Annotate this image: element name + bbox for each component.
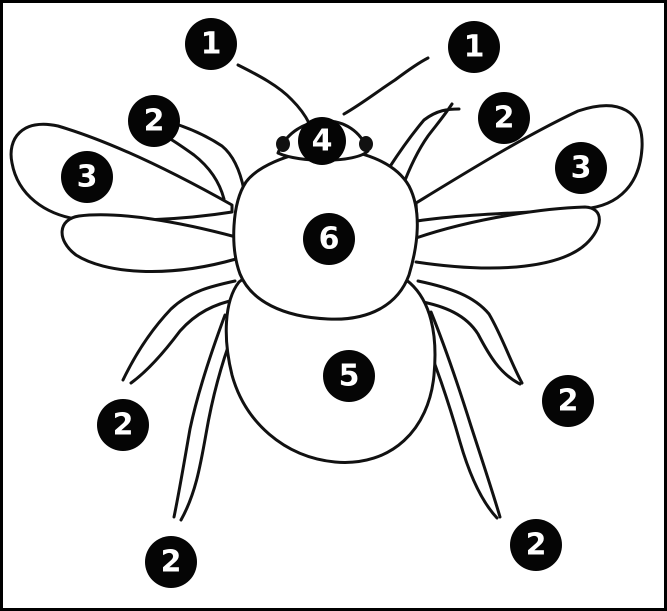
label-wing-right: 3 <box>555 142 607 194</box>
label-hind-leg-left: 2 <box>145 536 197 588</box>
right-eye <box>359 136 373 152</box>
label-abdomen-text: 5 <box>339 359 360 394</box>
label-front-leg-left-text: 2 <box>144 104 165 139</box>
label-wing-left-text: 3 <box>77 160 98 195</box>
label-hind-leg-right-text: 2 <box>526 528 547 563</box>
label-middle-leg-right-text: 2 <box>558 384 579 419</box>
label-antenna-left-text: 1 <box>201 27 222 62</box>
label-middle-leg-left-text: 2 <box>113 408 134 443</box>
label-middle-leg-left: 2 <box>97 399 149 451</box>
label-middle-leg-right: 2 <box>542 375 594 427</box>
label-abdomen: 5 <box>323 350 375 402</box>
label-thorax-text: 6 <box>319 222 340 257</box>
label-antenna-right: 1 <box>448 21 500 73</box>
label-hind-leg-left-text: 2 <box>161 545 182 580</box>
label-front-leg-right: 2 <box>478 92 530 144</box>
label-antenna-left: 1 <box>185 18 237 70</box>
label-thorax: 6 <box>303 213 355 265</box>
label-front-leg-left: 2 <box>128 95 180 147</box>
label-hind-leg-right: 2 <box>510 519 562 571</box>
left-eye <box>276 136 290 152</box>
label-front-leg-right-text: 2 <box>494 101 515 136</box>
label-antenna-right-text: 1 <box>464 30 485 65</box>
label-head: 4 <box>298 117 346 165</box>
label-wing-right-text: 3 <box>571 151 592 186</box>
label-head-text: 4 <box>312 124 333 159</box>
label-wing-left: 3 <box>61 151 113 203</box>
